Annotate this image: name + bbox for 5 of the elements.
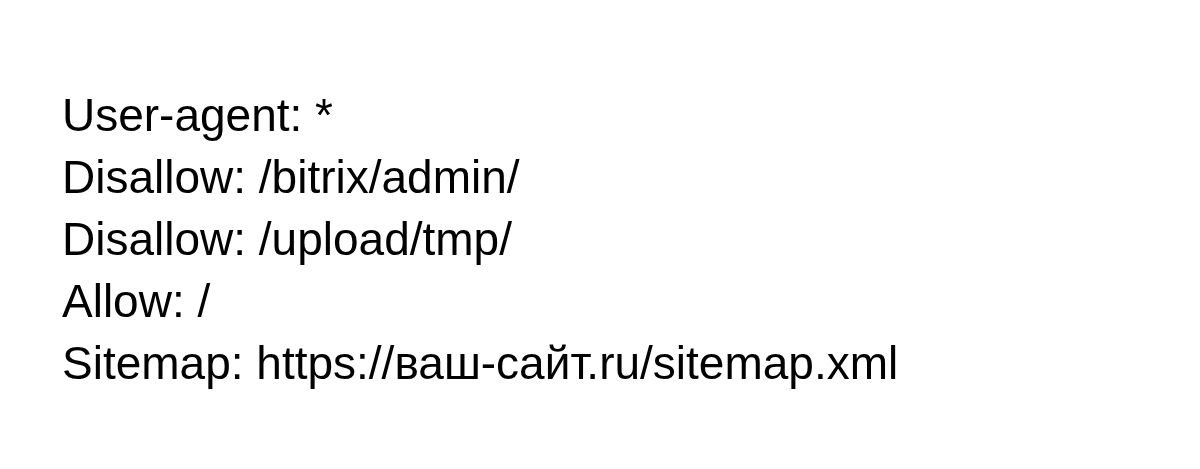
code-line: Sitemap: https://ваш-сайт.ru/sitemap.xml bbox=[62, 336, 899, 391]
code-line: Allow: / bbox=[62, 274, 211, 329]
code-line: Disallow: /upload/tmp/ bbox=[62, 212, 512, 267]
code-line: Disallow: /bitrix/admin/ bbox=[62, 150, 520, 205]
code-line: User-agent: * bbox=[62, 88, 333, 143]
